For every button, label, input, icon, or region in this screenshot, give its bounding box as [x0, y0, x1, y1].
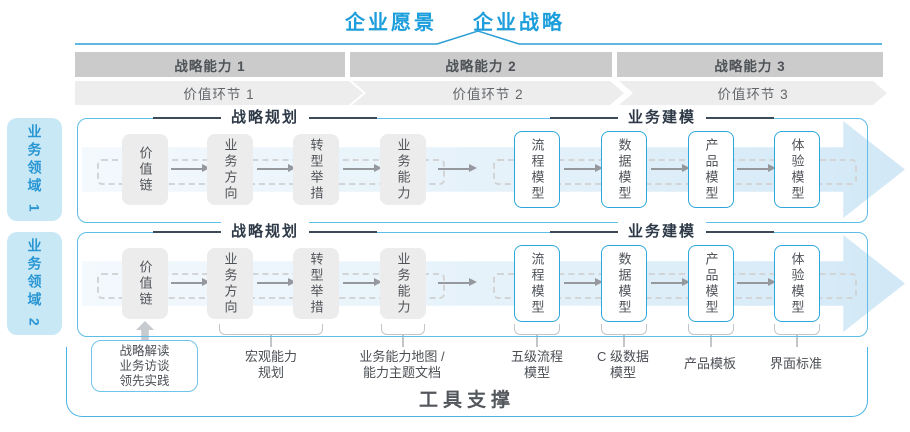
box-business-direction: 业务方向: [207, 134, 253, 205]
bracket-macro-capability: [219, 324, 323, 335]
header-line: [706, 117, 775, 119]
label-data-model: C 级数据 模型: [596, 349, 649, 380]
header-line: [309, 117, 378, 119]
header-line: [153, 231, 221, 233]
capability-bar-2: 战略能力 2: [350, 52, 612, 77]
bracket-stem: [402, 335, 404, 347]
planning-header-label: 战略规划: [221, 108, 310, 128]
bracket-stem: [536, 335, 538, 347]
bracket-capability-map: [381, 324, 425, 335]
tool-support-label: 工具支撑: [418, 390, 515, 411]
domain-tab-2: 业务领域 2: [7, 232, 62, 335]
step-arrow-icon: [343, 164, 382, 172]
step-arrow-icon: [257, 278, 296, 286]
box-transformation-initiative: 转型举措: [293, 134, 339, 205]
domain-row-1: 价值链 业务方向 转型举措 业务能力 流程模型 数据模型 产品模型 体验模型 战…: [77, 108, 910, 223]
box-transformation-initiative: 转型举措: [293, 248, 339, 319]
box-experience-model: 体验模型: [774, 131, 820, 208]
box-business-capability: 业务能力: [380, 248, 426, 319]
vision-title: 企业愿景: [345, 12, 437, 34]
modeling-section-header: 业务建模: [550, 108, 775, 128]
step-arrow-icon: [257, 164, 296, 172]
bracket-ui-standard: [774, 324, 820, 335]
practice-input-box: 战略解读 业务访谈 领先实践: [91, 340, 198, 392]
box-product-model: 产品模型: [688, 245, 734, 322]
label-process-model: 五级流程 模型: [510, 349, 563, 380]
tool-support-container: 工具支撑: [66, 347, 868, 417]
box-business-direction: 业务方向: [207, 248, 253, 319]
box-data-model: 数据模型: [601, 131, 647, 208]
modeling-section-header: 业务建模: [550, 222, 775, 242]
planning-header-label: 战略规划: [221, 222, 310, 242]
bracket-data-model: [601, 324, 647, 335]
modeling-header-label: 业务建模: [618, 108, 707, 128]
box-data-model: 数据模型: [601, 245, 647, 322]
vision-pointer-line: [75, 30, 882, 45]
header-line: [706, 231, 775, 233]
planning-section-header: 战略规划: [153, 108, 378, 128]
step-arrow-icon: [737, 164, 776, 172]
header-line: [550, 117, 618, 119]
modeling-header-label: 业务建模: [618, 222, 707, 242]
label-product-template: 产品模板: [683, 356, 736, 371]
bracket-stem: [796, 335, 798, 347]
label-macro-capability: 宏观能力 规划: [244, 349, 297, 380]
box-business-capability: 业务能力: [380, 134, 426, 205]
dashed-track-modeling: [493, 159, 857, 185]
step-arrow-icon: [171, 278, 210, 286]
step-arrow-icon: [651, 164, 690, 172]
header-line: [153, 117, 221, 119]
step-arrow-icon: [438, 164, 477, 172]
strategy-title: 企业战略: [473, 12, 565, 34]
box-process-model: 流程模型: [514, 245, 560, 322]
step-arrow-icon: [737, 278, 776, 286]
capability-bar-3: 战略能力 3: [617, 52, 883, 77]
label-ui-standard: 界面标准: [769, 356, 822, 371]
planning-section-header: 战略规划: [153, 222, 378, 242]
box-process-model: 流程模型: [514, 131, 560, 208]
box-product-model: 产品模型: [688, 131, 734, 208]
box-experience-model: 体验模型: [774, 245, 820, 322]
step-arrow-icon: [438, 278, 477, 286]
domain-row-2: 价值链 业务方向 转型举措 业务能力 流程模型 数据模型 产品模型 体验模型 战…: [77, 222, 910, 337]
dashed-track-modeling: [493, 273, 857, 299]
box-value-chain: 价值链: [122, 134, 168, 205]
domain-tab-1: 业务领域 1: [7, 118, 62, 221]
step-arrow-icon: [564, 278, 603, 286]
bracket-product-template: [688, 324, 734, 335]
diagram-title: 企业愿景 企业战略: [0, 6, 910, 35]
step-arrow-icon: [564, 164, 603, 172]
dashed-track-planning: [97, 273, 445, 299]
value-link-chevron-1: 价值环节 1: [75, 81, 363, 105]
dashed-track-planning: [97, 159, 445, 185]
capability-bar-1: 战略能力 1: [75, 52, 345, 77]
bracket-stem: [270, 335, 272, 347]
box-value-chain: 价值链: [122, 248, 168, 319]
value-link-chevron-2: 价值环节 2: [352, 81, 624, 105]
step-arrow-icon: [343, 278, 382, 286]
label-capability-map: 业务能力地图 / 能力主题文档: [359, 349, 445, 380]
step-arrow-icon: [651, 278, 690, 286]
bracket-stem: [623, 335, 625, 347]
value-link-chevron-3: 价值环节 3: [619, 81, 887, 105]
bracket-process-model: [514, 324, 560, 335]
header-line: [550, 231, 618, 233]
step-arrow-icon: [171, 164, 210, 172]
header-line: [309, 231, 378, 233]
bracket-stem: [710, 335, 712, 347]
